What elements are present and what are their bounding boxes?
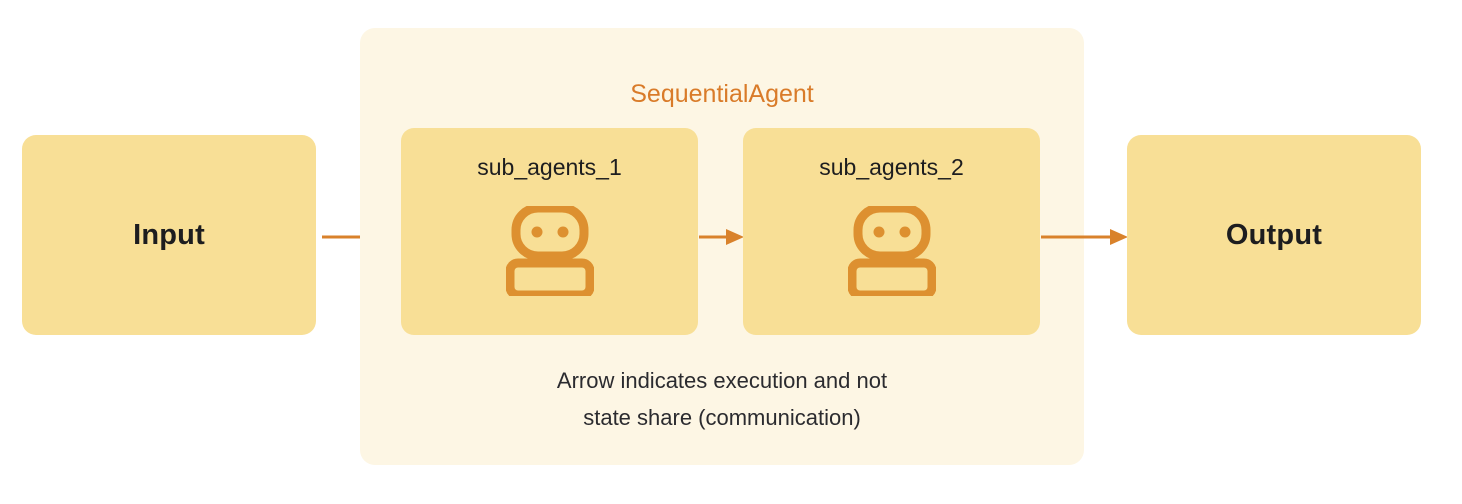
robot-icon: [847, 206, 936, 296]
caption-line-2: state share (communication): [583, 405, 861, 430]
sub-agent-2-label: sub_agents_2: [819, 154, 964, 180]
sequential-agent-title: SequentialAgent: [630, 80, 814, 108]
sub-agent-card-2: sub_agents_2: [743, 128, 1040, 335]
sub-agent-card-1: sub_agents_1: [401, 128, 698, 335]
sequential-agent-caption: Arrow indicates execution and not state …: [360, 362, 1084, 436]
output-label: Output: [1225, 218, 1323, 251]
robot-icon: [505, 206, 594, 296]
output-card: Output: [1127, 135, 1421, 335]
input-label: Input: [133, 218, 205, 251]
arrow-sub-agents-1-to-sub-agents-2-icon: [699, 229, 744, 245]
input-card: Input: [22, 135, 316, 335]
arrow-sub-agents-2-to-output-icon: [1041, 229, 1128, 245]
sub-agent-1-label: sub_agents_1: [477, 154, 622, 180]
caption-line-1: Arrow indicates execution and not: [556, 368, 888, 393]
